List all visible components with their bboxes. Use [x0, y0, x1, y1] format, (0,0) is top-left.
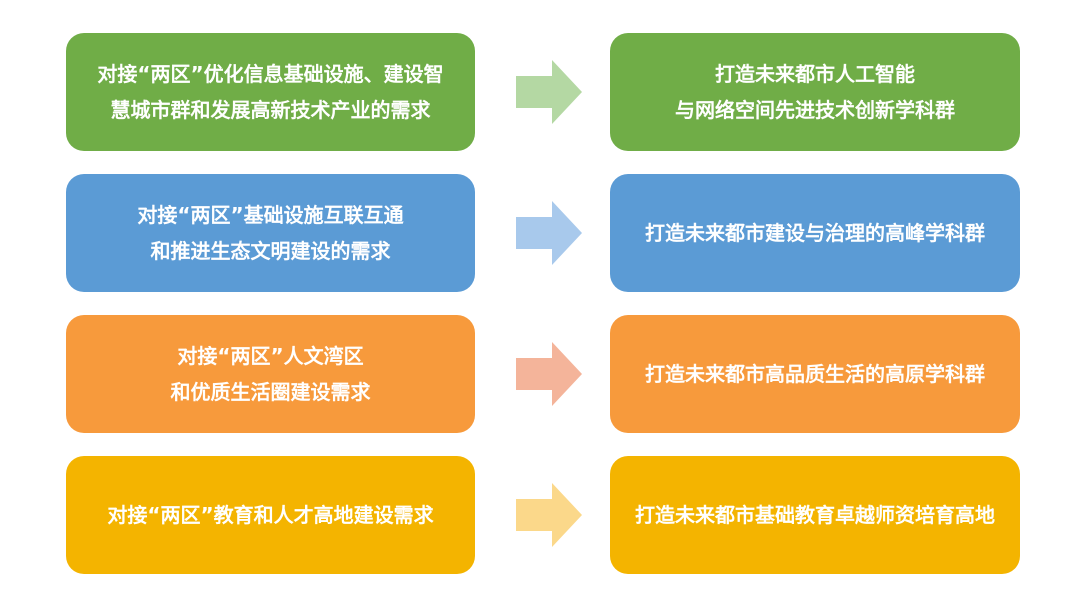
right-arrow-icon-2: [516, 201, 582, 265]
discipline-text-1: 打造未来都市人工智能 与网络空间先进技术创新学科群: [675, 62, 955, 122]
requirement-text-1: 对接“两区”优化信息基础设施、建设智 慧城市群和发展高新技术产业的需求: [97, 62, 444, 122]
right-arrow-icon-1: [516, 60, 582, 124]
requirement-box-3: 对接“两区”人文湾区 和优质生活圈建设需求: [66, 315, 475, 433]
requirement-box-4: 对接“两区”教育和人才高地建设需求: [66, 456, 475, 574]
arrow-shape-4: [516, 483, 582, 547]
right-arrow-icon-3: [516, 342, 582, 406]
requirement-text-4: 对接“两区”教育和人才高地建设需求: [107, 503, 434, 527]
requirement-box-1: 对接“两区”优化信息基础设施、建设智 慧城市群和发展高新技术产业的需求: [66, 33, 475, 151]
discipline-text-2: 打造未来都市建设与治理的高峰学科群: [645, 221, 985, 245]
requirement-box-2: 对接“两区”基础设施互联互通 和推进生态文明建设的需求: [66, 174, 475, 292]
requirement-text-3: 对接“两区”人文湾区 和优质生活圈建设需求: [170, 344, 371, 404]
discipline-box-2: 打造未来都市建设与治理的高峰学科群: [610, 174, 1020, 292]
discipline-box-1: 打造未来都市人工智能 与网络空间先进技术创新学科群: [610, 33, 1020, 151]
arrow-shape-3: [516, 342, 582, 406]
discipline-text-4: 打造未来都市基础教育卓越师资培育高地: [635, 503, 995, 527]
row-3: 对接“两区”人文湾区 和优质生活圈建设需求 打造未来都市高品质生活的高原学科群: [0, 315, 1080, 433]
discipline-box-3: 打造未来都市高品质生活的高原学科群: [610, 315, 1020, 433]
right-arrow-icon-4: [516, 483, 582, 547]
row-2: 对接“两区”基础设施互联互通 和推进生态文明建设的需求 打造未来都市建设与治理的…: [0, 174, 1080, 292]
requirement-text-2: 对接“两区”基础设施互联互通 和推进生态文明建设的需求: [137, 203, 404, 263]
discipline-box-4: 打造未来都市基础教育卓越师资培育高地: [610, 456, 1020, 574]
discipline-text-3: 打造未来都市高品质生活的高原学科群: [645, 362, 985, 386]
arrow-shape-2: [516, 201, 582, 265]
row-1: 对接“两区”优化信息基础设施、建设智 慧城市群和发展高新技术产业的需求 打造未来…: [0, 33, 1080, 151]
row-4: 对接“两区”教育和人才高地建设需求 打造未来都市基础教育卓越师资培育高地: [0, 456, 1080, 574]
arrow-shape-1: [516, 60, 582, 124]
